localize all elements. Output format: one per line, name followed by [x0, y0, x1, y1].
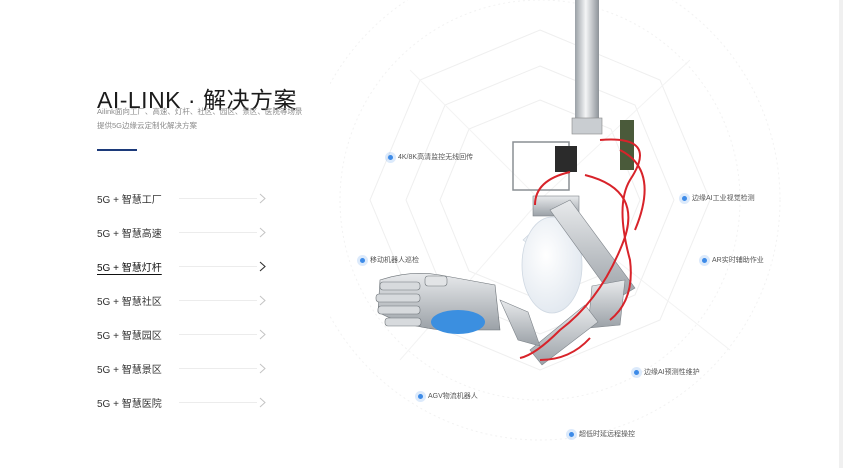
menu-divider-line	[179, 402, 257, 403]
menu-divider-line	[179, 266, 257, 267]
menu-item-label: 5G + 智慧灯杆	[97, 262, 162, 274]
menu-divider-line	[179, 198, 257, 199]
chevron-right-icon	[256, 293, 268, 307]
callout-dot-icon	[702, 257, 707, 263]
menu-item-smart-park[interactable]: 5G + 智慧园区	[97, 317, 267, 351]
menu-item-label: 5G + 智慧园区	[97, 330, 162, 342]
menu-item-label: 5G + 智慧景区	[97, 364, 162, 376]
menu-item-smart-scenic[interactable]: 5G + 智慧景区	[97, 351, 267, 385]
page-title: AI-LINK · 解决方案	[97, 87, 297, 114]
page-description: Ailink面向工厂、高速、灯杆、社区、园区、景区、医院等场景 提供5G边缘云定…	[97, 105, 307, 133]
menu-divider-line	[179, 334, 257, 335]
solution-menu: 5G + 智慧工厂 5G + 智慧高速 5G + 智慧灯杆 5G + 智慧社区 …	[97, 181, 267, 419]
menu-item-smart-lamppost[interactable]: 5G + 智慧灯杆	[97, 249, 267, 283]
menu-item-label: 5G + 智慧工厂	[97, 194, 162, 206]
menu-item-smart-community[interactable]: 5G + 智慧社区	[97, 283, 267, 317]
menu-divider-line	[179, 300, 257, 301]
callout-dot-icon	[682, 195, 687, 201]
solution-diagram: 4K/8K高清监控无线回传 边缘AI工业视觉检测 移动机器人巡检 AR实时辅助作…	[299, 0, 840, 468]
callout-predictive-maintenance: 边缘AI预测性维护	[634, 367, 700, 377]
chevron-right-icon	[256, 191, 268, 205]
callout-low-latency-control: 超低时延远程操控	[569, 429, 635, 439]
callout-ar-assist: AR实时辅助作业	[702, 255, 764, 265]
chevron-right-icon	[256, 327, 268, 341]
chevron-right-icon	[256, 361, 268, 375]
callout-dot-icon	[418, 393, 423, 399]
robot-arm-image	[375, 0, 646, 366]
menu-divider-line	[179, 232, 257, 233]
chevron-right-icon	[256, 259, 268, 273]
page-right-edge	[839, 0, 843, 468]
description-line-1: Ailink面向工厂、高速、灯杆、社区、园区、景区、医院等场景	[97, 107, 303, 116]
menu-item-label: 5G + 智慧社区	[97, 296, 162, 308]
callout-dot-icon	[360, 257, 365, 263]
callout-dot-icon	[634, 369, 639, 375]
menu-item-smart-factory[interactable]: 5G + 智慧工厂	[97, 181, 267, 215]
menu-item-label: 5G + 智慧高速	[97, 228, 162, 240]
callout-mobile-robot-patrol: 移动机器人巡检	[360, 255, 419, 265]
menu-item-smart-hospital[interactable]: 5G + 智慧医院	[97, 385, 267, 419]
description-line-2: 提供5G边缘云定制化解决方案	[97, 121, 198, 130]
callout-dot-icon	[388, 154, 393, 160]
callout-agv-logistics: AGV物流机器人	[418, 391, 478, 401]
callout-dot-icon	[569, 431, 574, 437]
chevron-right-icon	[256, 225, 268, 239]
menu-item-label: 5G + 智慧医院	[97, 398, 162, 410]
callout-4k-8k-monitoring: 4K/8K高清监控无线回传	[388, 152, 473, 162]
robot-palm-pad	[431, 310, 485, 334]
callout-edge-ai-vision: 边缘AI工业视觉检测	[682, 193, 755, 203]
title-divider	[97, 149, 137, 151]
menu-item-smart-highway[interactable]: 5G + 智慧高速	[97, 215, 267, 249]
menu-divider-line	[179, 368, 257, 369]
chevron-right-icon	[256, 395, 268, 409]
